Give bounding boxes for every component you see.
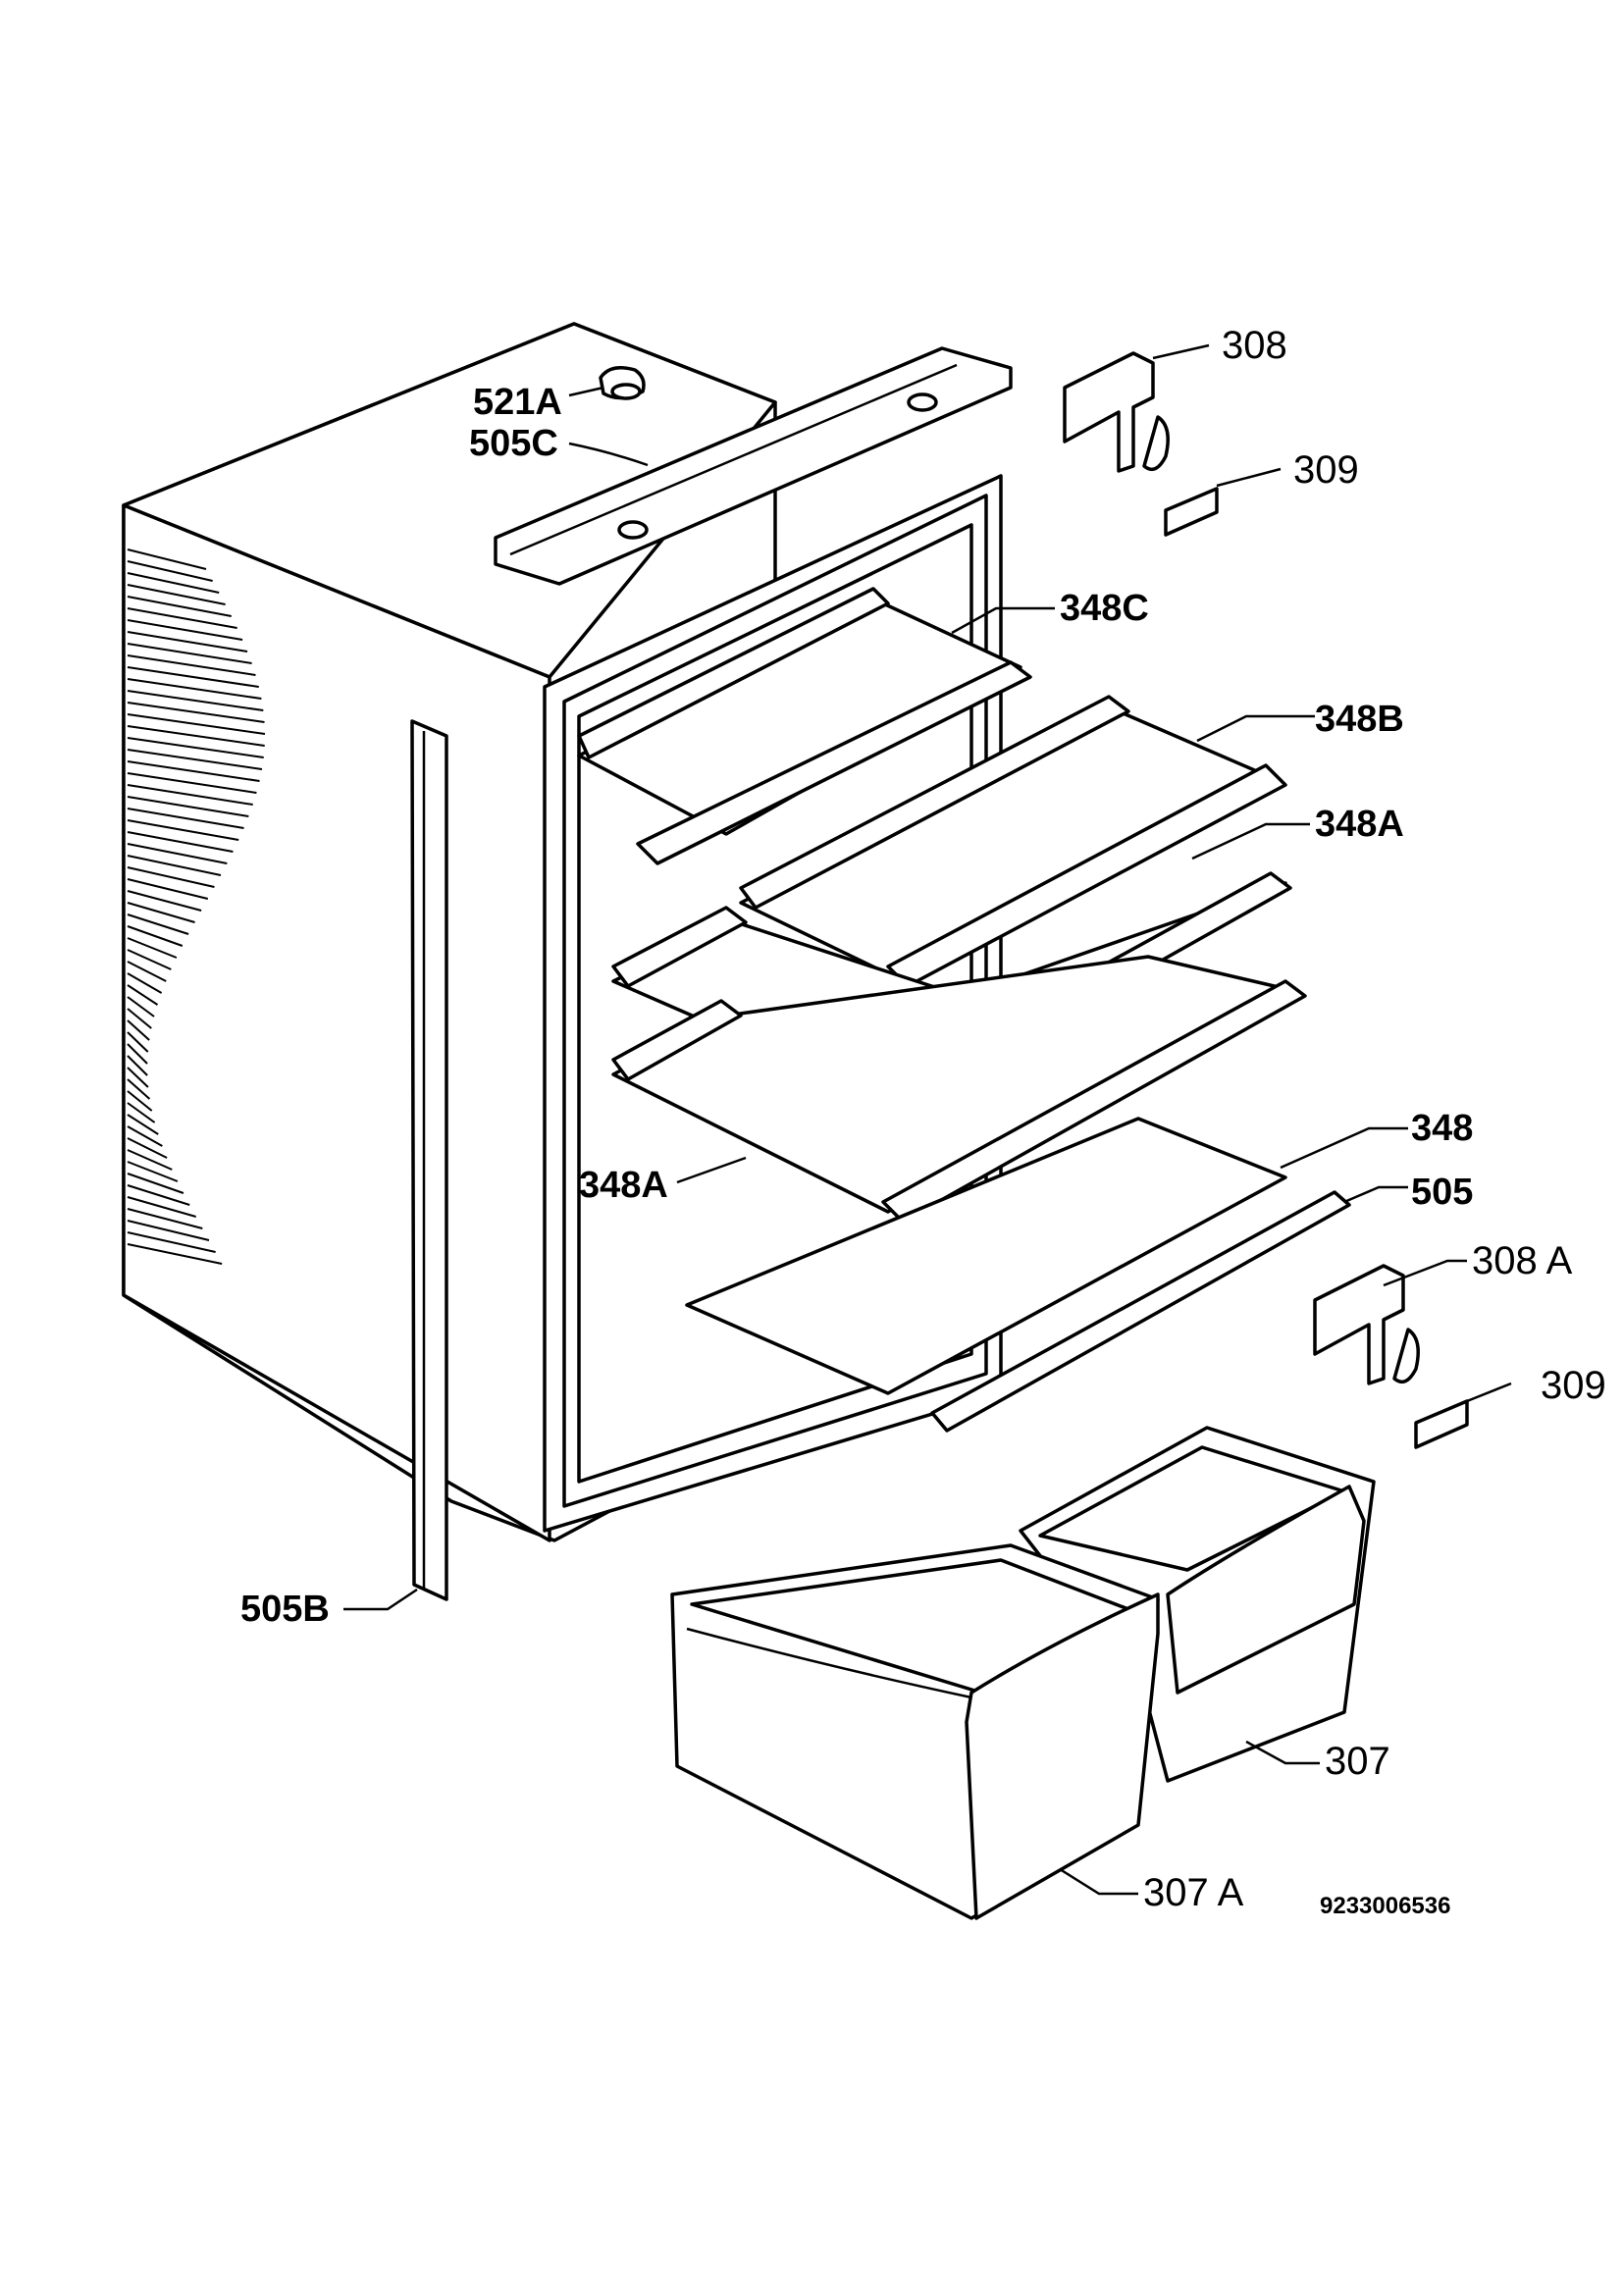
hatch-line [127,1125,163,1147]
hatch-line [127,972,163,994]
hatch-line [127,1090,153,1112]
shelf-348b [739,695,1287,988]
hatch-line [127,760,260,782]
shelf-348a-lower [611,955,1307,1224]
label-348c: 348C [1060,588,1149,629]
hatch-line [127,784,253,806]
label-521a: 521A [473,382,562,423]
label-plate-309-top [1164,487,1219,537]
hatch-line [127,584,226,605]
hatch-line [127,690,264,711]
label-309-bottom: 309 [1541,1364,1606,1407]
shelf-trim-505 [930,1190,1351,1433]
drawer-307 [1019,1426,1376,1783]
label-plate-309-bottom [1414,1399,1469,1449]
door-seal-505b [410,719,448,1601]
hatch-line [127,1231,216,1253]
label-348a-right: 348A [1315,804,1404,845]
hatch-line [127,1067,149,1088]
hatch-line [127,949,172,970]
hatch-line [127,1055,148,1076]
hatch-line [127,737,264,758]
hatch-line [127,831,234,853]
hatch-line [127,819,239,841]
hatch-line [127,1102,156,1123]
leader-lines [343,343,1512,1896]
hatch-line [127,1043,148,1065]
hatch-line [127,666,259,688]
hatch-line [127,937,178,959]
hatch-line [127,925,183,947]
hatch-line [127,1243,223,1265]
hatch-line [127,607,237,629]
hatch-line [127,702,265,723]
hatch-line [127,902,195,923]
hatch-line [127,560,213,582]
hatch-line [127,961,167,982]
hatch-line [127,796,249,817]
hatch-line [127,996,155,1018]
hatch-line [127,713,266,735]
label-308a: 308 A [1472,1239,1573,1282]
label-348b: 348B [1315,699,1404,740]
hatch-line [127,596,232,617]
hatch-line [127,749,263,770]
hatch-line [127,866,215,888]
label-307a: 307 A [1143,1871,1244,1914]
label-348a-left: 348A [579,1165,668,1206]
hatch-line [127,1078,151,1100]
hatch-line [127,890,202,912]
hatch-line [127,548,207,570]
hatch-line [127,1137,168,1159]
label-505b: 505B [240,1589,330,1630]
shelf-348c [577,587,1032,865]
label-309-top: 309 [1293,448,1359,492]
side-shading [127,548,266,1265]
hinge-308a [1313,1264,1420,1385]
label-307: 307 [1325,1740,1390,1783]
label-505c: 505C [469,423,558,464]
hatch-line [127,1149,173,1171]
hatch-line [127,1220,210,1241]
hatch-line [127,1184,190,1206]
hatch-line [127,678,262,700]
hatch-line [127,725,265,747]
drawer-307a [670,1543,1160,1920]
hatch-line [127,1161,179,1182]
hatch-line [127,643,252,664]
shelf-348 [685,1117,1287,1395]
hatch-line [127,619,243,641]
hatch-line [127,843,228,864]
hatch-line [127,855,222,876]
hatch-line [127,654,256,676]
label-308: 308 [1222,324,1287,367]
hatch-line [127,1208,203,1229]
hatch-line [127,631,248,652]
hatch-line [127,772,257,794]
hatch-line [127,1196,197,1218]
hatch-line [127,1173,184,1194]
label-505: 505 [1411,1172,1473,1213]
drawing-number: 9233006536 [1320,1893,1450,1919]
hatch-line [127,1008,152,1029]
hatch-line [127,572,220,594]
label-348: 348 [1411,1108,1473,1149]
hatch-line [127,913,189,935]
hatch-line [127,1019,150,1041]
hinge-308 [1063,351,1170,473]
knob-521a [599,366,646,400]
top-rail-505c [494,346,1013,586]
hatch-line [127,808,244,829]
hatch-line [127,984,159,1006]
hatch-line [127,1114,159,1135]
hatch-line [127,1031,149,1053]
hatch-line [127,878,209,900]
